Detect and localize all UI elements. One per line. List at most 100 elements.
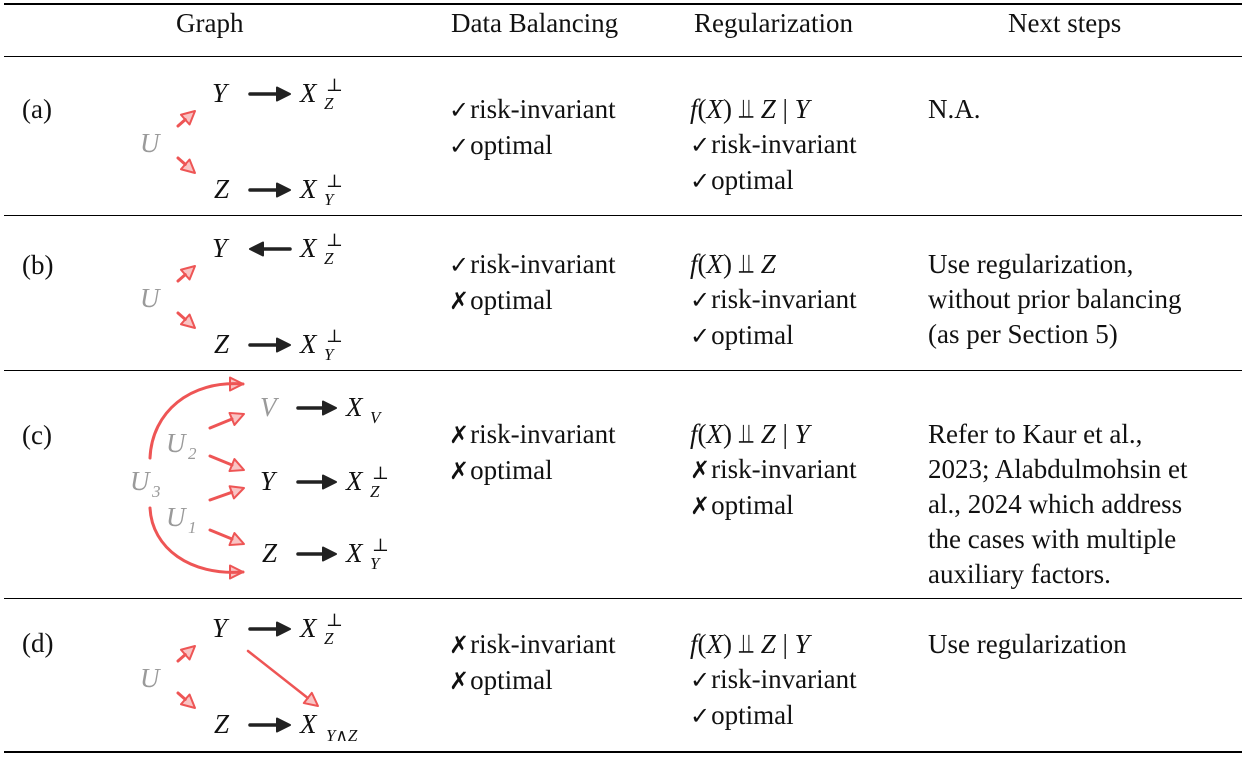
reg-formula-c: f(X) ⫫ Z | Y — [690, 417, 857, 452]
edge-u3-v — [148, 376, 245, 460]
balancing-d-1-text: optimal — [470, 665, 553, 695]
balancing-b-0-check-icon: ✓ — [449, 251, 470, 279]
next-steps-cell-d: Use regularization — [928, 627, 1127, 662]
reg-c-0-cross-icon: ✗ — [690, 456, 711, 484]
node-x-perp-z-sub: Z — [324, 629, 334, 648]
node-x-perp-z-sub: Z — [324, 94, 334, 113]
row-label-d: (d) — [22, 628, 54, 658]
node-y: Y — [260, 466, 278, 496]
reg-f: f — [690, 249, 698, 279]
node-x-y-and-z-base: X — [299, 709, 318, 739]
reg-b-1: ✓optimal — [690, 318, 857, 354]
row-rule-b — [4, 370, 1242, 371]
header-regularization: Regularization — [694, 8, 853, 38]
reg-x: X — [706, 94, 724, 124]
reg-d-1-text: optimal — [711, 700, 794, 730]
node-x-perp-z-sup: ⊥ — [326, 610, 343, 630]
node-x-perp-z-sup: ⊥ — [326, 230, 343, 250]
reg-indep: ⫫ — [732, 419, 761, 449]
reg-c-0: ✗risk-invariant — [690, 452, 857, 488]
next-steps-cell-c: Refer to Kaur et al.,2023; Alabdulmohsin… — [928, 417, 1188, 592]
edge-z-x — [296, 546, 337, 562]
edge-y-xyz — [246, 649, 319, 707]
regularization-cell-a: f(X) ⫫ Z | Y✓risk-invariant✓optimal — [690, 92, 857, 199]
reg-a-1-check-icon: ✓ — [690, 167, 711, 195]
next-steps-b-line-2: (as per Section 5) — [928, 319, 1118, 349]
next-steps-d-line-0: Use regularization — [928, 629, 1127, 659]
reg-a-0-text: risk-invariant — [711, 129, 857, 159]
node-x-perp-z-sub: Z — [370, 482, 380, 501]
reg-c-1-cross-icon: ✗ — [690, 492, 711, 520]
row-label-a: (a) — [22, 94, 52, 124]
node-x-perp-z-base: X — [299, 78, 318, 108]
reg-d-0-text: risk-invariant — [711, 664, 857, 694]
edge-y-x — [248, 86, 291, 102]
balancing-cell-b: ✓risk-invariant✗optimal — [449, 247, 616, 319]
reg-formula-b: f(X) ⫫ Z — [690, 247, 857, 282]
node-x-perp-y-sub: Y — [370, 554, 381, 573]
reg-paren-open: ( — [697, 629, 707, 659]
balancing-a-0-text: risk-invariant — [470, 94, 616, 124]
next-steps-b-line-0: Use regularization, — [928, 249, 1134, 279]
reg-a-1-text: optimal — [711, 165, 794, 195]
reg-paren-close: ) — [723, 94, 733, 124]
balancing-c-0: ✗risk-invariant — [449, 417, 616, 453]
balancing-d-1: ✗optimal — [449, 663, 616, 699]
next-steps-c-line-2: al., 2024 which address — [928, 489, 1183, 519]
balancing-cell-a: ✓risk-invariant✓optimal — [449, 92, 616, 164]
edge-z-x — [248, 337, 291, 353]
edge-u-y — [176, 265, 196, 283]
next-steps-c-line-1: 2023; Alabdulmohsin et — [928, 454, 1188, 484]
reg-paren-close: ) — [723, 249, 733, 279]
node-x-perp-y-sup: ⊥ — [326, 171, 343, 191]
edge-y-x — [296, 474, 337, 490]
reg-a-0-check-icon: ✓ — [690, 131, 711, 159]
next-steps-c-line-3: the cases with multiple — [928, 524, 1177, 554]
node-z: Z — [214, 709, 230, 739]
node-x-perp-z-base: X — [345, 466, 364, 496]
node-u: U — [140, 283, 161, 313]
reg-d-1: ✓optimal — [690, 698, 857, 734]
reg-b-1-check-icon: ✓ — [690, 322, 711, 350]
node-x-v-sub: V — [370, 408, 383, 427]
reg-indep: ⫫ — [732, 94, 761, 124]
balancing-a-0: ✓risk-invariant — [449, 92, 616, 128]
reg-d-1-check-icon: ✓ — [690, 702, 711, 730]
edge-u-y — [176, 645, 196, 663]
balancing-d-0: ✗risk-invariant — [449, 627, 616, 663]
reg-c-1: ✗optimal — [690, 488, 857, 524]
balancing-b-1: ✗optimal — [449, 283, 616, 319]
edge-u-z — [176, 156, 196, 174]
node-z: Z — [262, 538, 278, 568]
node-x-perp-z: X⊥Z — [299, 230, 343, 268]
reg-given: Y — [794, 94, 810, 124]
node-x-perp-z-sub: Z — [324, 249, 334, 268]
node-u1-sub: 1 — [188, 518, 197, 537]
node-u2-sub: 2 — [188, 444, 197, 463]
reg-c-0-text: risk-invariant — [711, 454, 857, 484]
balancing-d-0-cross-icon: ✗ — [449, 631, 470, 659]
node-x-perp-y-base: X — [299, 174, 318, 204]
header-graph: Graph — [176, 8, 244, 38]
next-steps-cell-a: N.A. — [928, 92, 981, 127]
reg-d-0: ✓risk-invariant — [690, 662, 857, 698]
node-u2-base: U — [166, 428, 187, 458]
node-y: Y — [212, 233, 230, 263]
node-z: Z — [214, 174, 230, 204]
node-x-perp-z: X⊥Z — [299, 610, 343, 648]
next-steps-a-line-0: N.A. — [928, 94, 981, 124]
node-x-y-and-z-sub: Y∧Z — [326, 726, 358, 745]
reg-f: f — [690, 94, 698, 124]
reg-paren-close: ) — [723, 629, 733, 659]
reg-given-bar: | — [775, 629, 795, 659]
row-rule-a — [4, 215, 1242, 216]
reg-given-bar: | — [775, 419, 795, 449]
node-x-perp-z-sup: ⊥ — [372, 463, 389, 483]
reg-z: Z — [760, 629, 776, 659]
row-rule-c — [4, 598, 1242, 599]
header-data-balancing: Data Balancing — [451, 8, 619, 38]
balancing-c-0-text: risk-invariant — [470, 419, 616, 449]
